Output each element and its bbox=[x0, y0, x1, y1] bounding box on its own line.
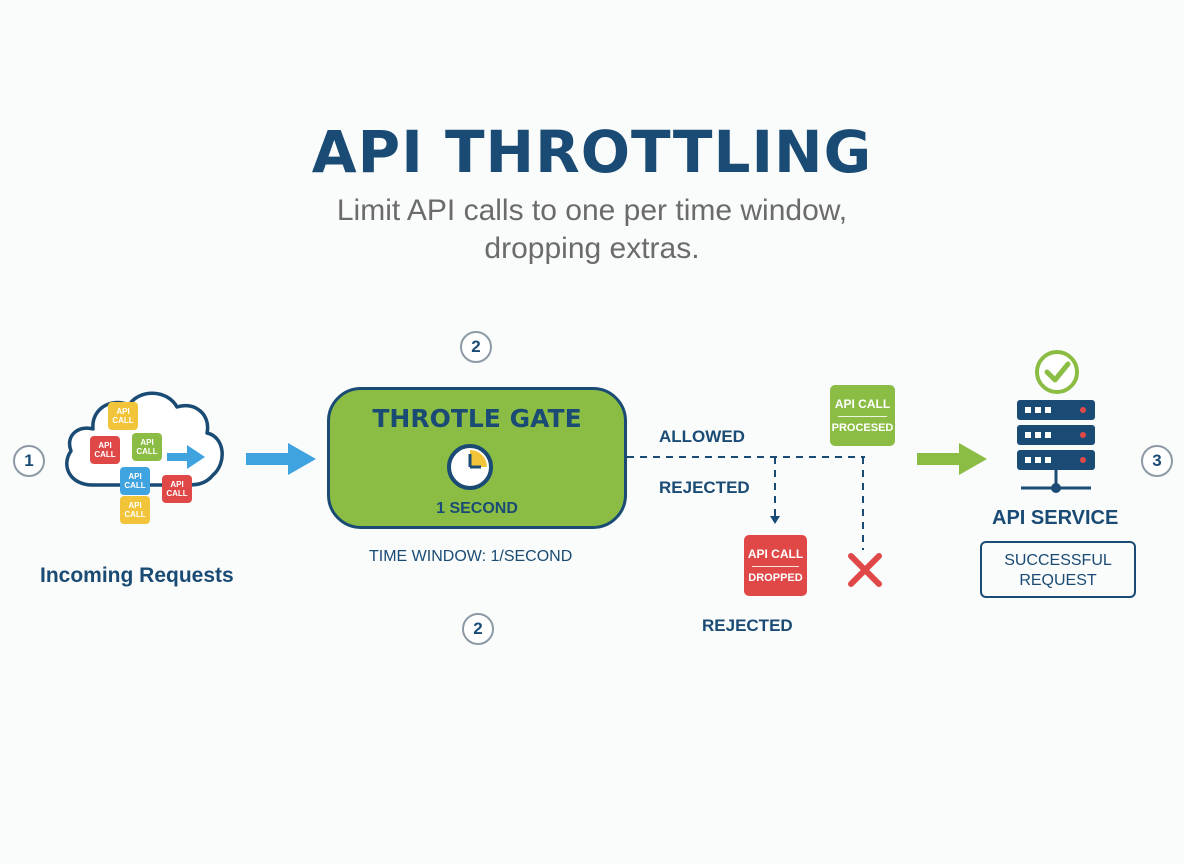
page-title: API THROTTLING bbox=[311, 118, 873, 186]
api-call-processed-card: API CALL PROCESED bbox=[830, 385, 895, 446]
api-call-dropped-card: API CALL DROPPED bbox=[744, 535, 807, 596]
subtitle-line-2: dropping extras. bbox=[484, 232, 700, 265]
success-line-1: SUCCESSFUL bbox=[1004, 552, 1112, 569]
step-number-2-top: 2 bbox=[460, 331, 492, 363]
server-icon bbox=[1017, 400, 1095, 493]
gate-duration: 1 SECOND bbox=[436, 500, 518, 517]
page-subtitle: Limit API calls to one per time window, … bbox=[0, 192, 1184, 268]
checkmark-icon bbox=[1035, 350, 1079, 394]
arrow-right-icon bbox=[917, 443, 987, 475]
x-mark-icon bbox=[848, 553, 882, 587]
step-number-3: 3 bbox=[1141, 445, 1173, 477]
api-service-label: API SERVICE bbox=[992, 507, 1119, 529]
time-window-label: TIME WINDOW: 1/SECOND bbox=[369, 548, 573, 565]
step-number-1: 1 bbox=[13, 445, 45, 477]
dashed-connector bbox=[627, 456, 865, 550]
rejected-bottom-label: REJECTED bbox=[702, 616, 793, 635]
rejected-label: REJECTED bbox=[659, 478, 750, 497]
arrow-right-icon bbox=[246, 443, 316, 475]
throttle-gate: THROTLE GATE 1 SECOND bbox=[327, 387, 627, 529]
clock-icon bbox=[447, 444, 493, 490]
success-line-2: REQUEST bbox=[1019, 572, 1097, 589]
allowed-label: ALLOWED bbox=[659, 427, 745, 446]
subtitle-line-1: Limit API calls to one per time window, bbox=[336, 194, 848, 227]
gate-title: THROTLE GATE bbox=[372, 404, 582, 433]
incoming-requests-label: Incoming Requests bbox=[40, 564, 234, 587]
successful-request-box: SUCCESSFUL REQUEST bbox=[980, 541, 1136, 598]
step-number-2-bottom: 2 bbox=[462, 613, 494, 645]
